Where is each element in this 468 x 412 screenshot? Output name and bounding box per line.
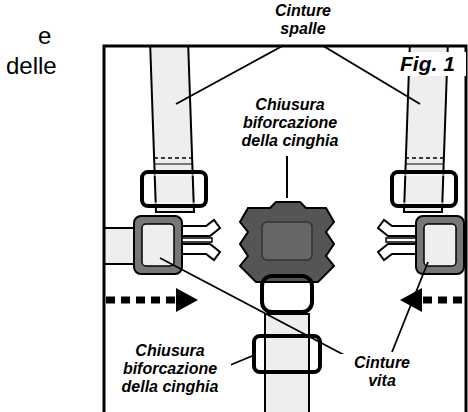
strap-label: Cinture spalle (256, 2, 350, 38)
page-text: delle (4, 52, 72, 79)
buckle-label: Chiusura biforcazione della cinghia (221, 96, 359, 150)
figure-number: Fig. 1 (398, 52, 466, 76)
page-text: e (36, 22, 70, 49)
belt-label: Cinture vita (340, 354, 424, 390)
buckle-label: Chiusura biforcazione della cinghia (109, 342, 231, 396)
